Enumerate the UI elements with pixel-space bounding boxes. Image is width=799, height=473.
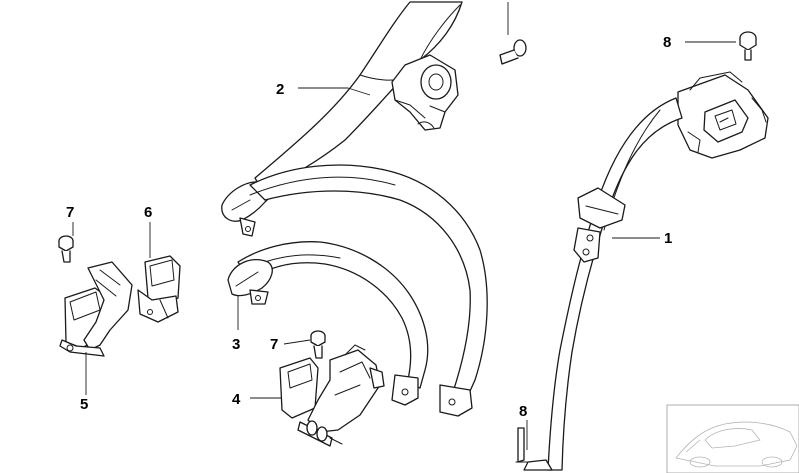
callout-2: 2 — [276, 81, 284, 98]
callout-5: 5 — [80, 396, 88, 413]
part-1-front-belt — [523, 71, 769, 471]
inset-car-thumbnail — [666, 404, 799, 473]
part-6-buckle — [137, 255, 181, 323]
part-3-lap-belt-loops — [227, 164, 488, 417]
callout-1: 1 — [664, 230, 672, 247]
callout-4: 4 — [232, 391, 241, 408]
callout-7-center: 7 — [270, 336, 278, 353]
part-5-buckle — [59, 261, 133, 357]
leader-2b — [347, 87, 371, 96]
part-4-buckle-assembly — [279, 344, 385, 447]
bolt-8-upper-center — [499, 39, 527, 65]
callout-3: 3 — [232, 336, 240, 353]
leader-lines — [72, 2, 736, 450]
bolt-7-left — [58, 235, 74, 263]
callout-8-lower: 8 — [519, 403, 527, 420]
callout-8-right: 8 — [663, 34, 671, 51]
bolt-7-center — [310, 330, 326, 359]
callout-7-left: 7 — [66, 204, 74, 221]
bolt-8-right — [739, 31, 757, 61]
callout-6: 6 — [144, 204, 152, 221]
callout-labels: 2 8 1 7 6 3 7 4 5 8 — [66, 34, 672, 420]
bolt-8-lower — [515, 427, 531, 463]
leader-7-center — [283, 339, 311, 345]
part-2-belt-with-retractor — [221, 1, 463, 237]
